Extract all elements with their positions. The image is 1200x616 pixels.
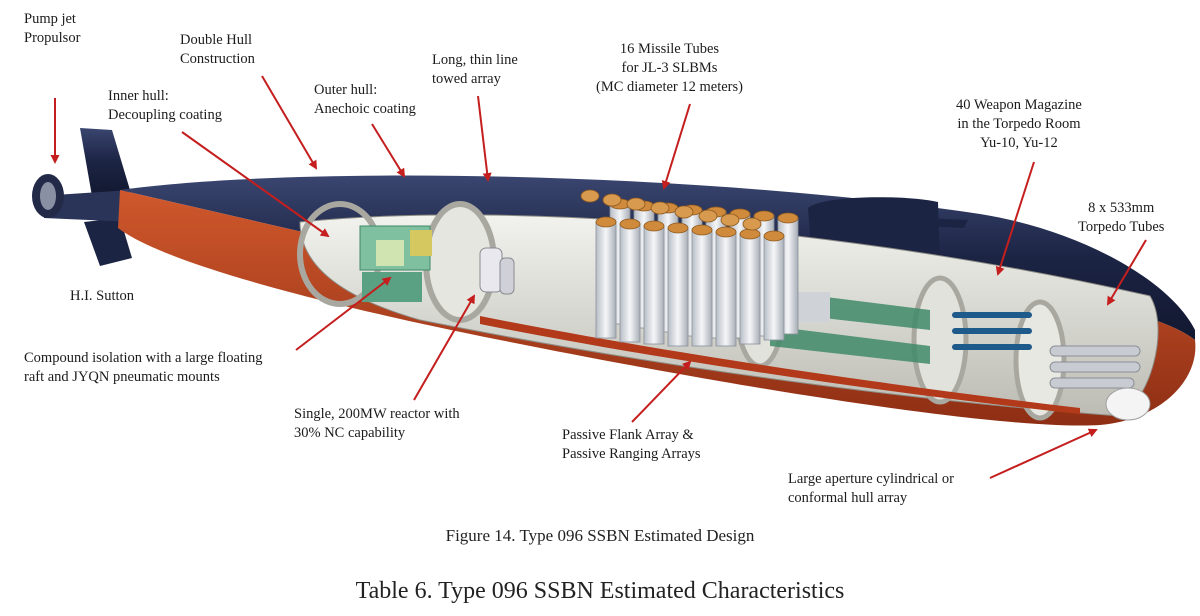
arrow-towed — [477, 95, 492, 182]
label-innerhull: Inner hull: Decoupling coating — [108, 88, 222, 123]
label-flank-array: Passive Flank Array & Passive Ranging Ar… — [562, 427, 701, 462]
label-pumpjet: Pump jet Propulsor — [24, 11, 81, 46]
arrow-raft — [295, 276, 392, 351]
arrow-missiles — [661, 103, 691, 190]
pump-jet-propulsor — [32, 128, 134, 266]
label-floating-raft: Compound isolation with a large floating… — [24, 350, 263, 385]
figure-caption: Figure 14. Type 096 SSBN Estimated Desig… — [445, 526, 755, 545]
arrow-conformal — [989, 428, 1098, 479]
credit-text: H.I. Sutton — [70, 288, 135, 304]
label-outerhull: Outer hull: Anechoic coating — [314, 82, 416, 117]
label-doublehull: Double Hull Construction — [180, 32, 255, 67]
missile-tubes — [580, 189, 799, 347]
label-torpedo-tubes: 8 x 533mm Torpedo Tubes — [1078, 200, 1165, 235]
table-caption: Table 6. Type 096 SSBN Estimated Charact… — [355, 578, 845, 604]
label-missile-tubes: 16 Missile Tubes for JL-3 SLBMs (MC diam… — [596, 41, 743, 95]
arrow-torpedo — [1106, 239, 1147, 306]
arrow-flank — [631, 360, 692, 423]
label-conformal-array: Large aperture cylindrical or conformal … — [788, 471, 954, 506]
label-reactor: Single, 200MW reactor with 30% NC capabi… — [294, 406, 460, 441]
arrow-magazine — [995, 161, 1035, 276]
arrow-reactor — [413, 294, 475, 401]
label-towed-array: Long, thin line towed array — [432, 52, 518, 87]
label-weapon-magazine: 40 Weapon Magazine in the Torpedo Room Y… — [956, 97, 1082, 151]
arrow-innerhull — [181, 131, 330, 238]
submarine-cutaway-diagram — [32, 75, 1196, 479]
arrow-outerhull — [371, 123, 406, 178]
arrow-doublehull — [261, 75, 318, 170]
